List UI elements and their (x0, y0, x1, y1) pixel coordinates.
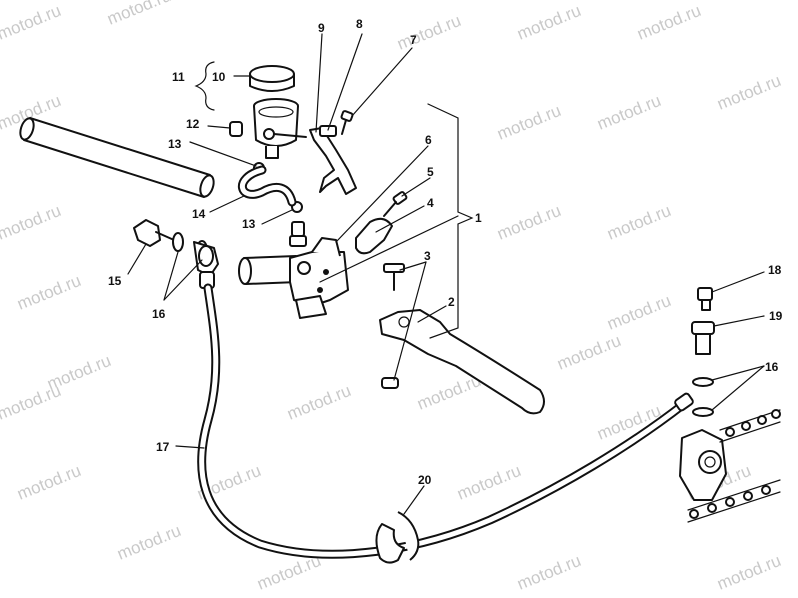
lower-sealing-washer (692, 377, 714, 387)
watermark-text: motod.ru (454, 461, 523, 504)
callout-13b: 13 (242, 217, 256, 231)
callout-16b: 16 (765, 360, 779, 374)
watermark-text: motod.ru (284, 381, 353, 424)
callout-6: 6 (425, 133, 432, 147)
bleed-valve (697, 287, 713, 311)
callout-12: 12 (186, 117, 200, 131)
callout-18: 18 (768, 263, 782, 277)
callout-11: 11 (172, 70, 185, 84)
hose-fitting (289, 221, 307, 247)
watermark-text: motod.ru (554, 331, 623, 374)
pivot-bolt (383, 263, 405, 291)
callout-7: 7 (410, 33, 417, 47)
hose-lower-fitting (674, 392, 694, 412)
leader-lines (127, 33, 765, 515)
clamp-ring (229, 121, 243, 137)
bracket-screw (340, 110, 354, 135)
watermark-text: motod.ru (494, 201, 563, 244)
watermark-text: motod.ru (604, 291, 673, 334)
handlebar-clamp (355, 217, 393, 255)
reservoir (253, 98, 307, 159)
callout-1: 1 (475, 211, 482, 225)
watermark-text: motod.ru (604, 201, 673, 244)
clutch-lever (379, 309, 545, 415)
watermark-layer: motod.ru motod.ru motod.ru motod.ru moto… (0, 0, 784, 594)
callout-15: 15 (108, 274, 122, 288)
callout-20: 20 (418, 473, 432, 487)
watermark-text: motod.ru (0, 1, 64, 44)
lower-sealing-washer (692, 407, 714, 417)
watermark-text: motod.ru (44, 351, 113, 394)
callout-3: 3 (424, 249, 431, 263)
watermark-text: motod.ru (634, 1, 703, 44)
reservoir-cap (249, 65, 295, 92)
callout-13: 13 (168, 137, 182, 151)
hose-guide-clip (375, 511, 420, 564)
callout-9: 9 (318, 21, 325, 35)
sealing-washer (172, 232, 184, 252)
drive-chain (687, 409, 781, 523)
reservoir-bracket (309, 125, 357, 195)
watermark-text: motod.ru (104, 0, 173, 29)
callout-14: 14 (192, 207, 206, 221)
watermark-text: motod.ru (114, 521, 183, 564)
watermark-text: motod.ru (0, 201, 64, 244)
lower-banjo-bolt (691, 321, 715, 355)
master-cylinder-body (238, 237, 349, 319)
callout-10: 10 (212, 70, 226, 84)
callout-17: 17 (156, 440, 170, 454)
pivot-nut (381, 377, 399, 389)
callout-2: 2 (448, 295, 455, 309)
callout-16: 16 (152, 307, 166, 321)
watermark-text: motod.ru (714, 551, 783, 594)
callout-4: 4 (427, 196, 434, 210)
callout-19: 19 (769, 309, 783, 323)
slave-cylinder (679, 429, 727, 501)
watermark-text: motod.ru (14, 461, 83, 504)
hydraulic-hose (197, 283, 689, 559)
watermark-text: motod.ru (514, 551, 583, 594)
watermark-text: motod.ru (714, 71, 783, 114)
callout-8: 8 (356, 17, 363, 31)
watermark-text: motod.ru (494, 101, 563, 144)
banjo-fitting (193, 241, 219, 289)
banjo-bolt (133, 219, 175, 247)
watermark-text: motod.ru (514, 1, 583, 44)
callout-labels: 1 2 3 4 5 6 7 8 9 10 11 12 13 13 14 15 1… (108, 17, 783, 487)
watermark-text: motod.ru (14, 271, 83, 314)
handlebar-tube (19, 117, 215, 198)
watermark-text: motod.ru (594, 91, 663, 134)
watermark-text: motod.ru (394, 11, 463, 54)
reservoir-hose (237, 165, 297, 207)
callout-5: 5 (427, 165, 434, 179)
